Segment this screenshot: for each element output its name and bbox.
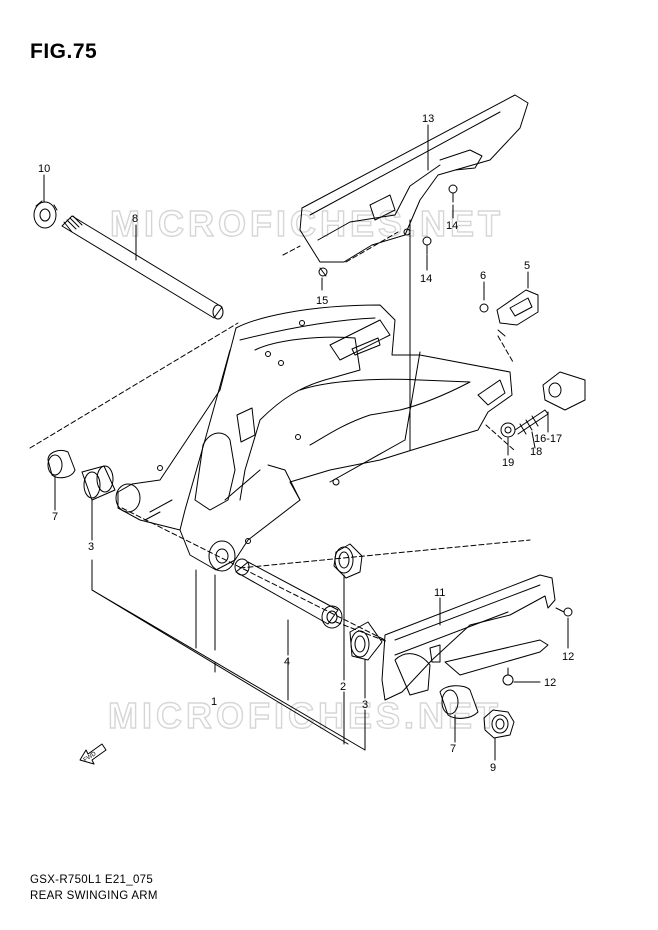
needle-bearing-part <box>333 543 363 579</box>
chain-guard-part <box>381 574 556 701</box>
callout-5: 5 <box>524 260 530 272</box>
callout-6: 6 <box>480 270 486 282</box>
callout-11: 11 <box>434 587 445 599</box>
callout-4: 4 <box>284 656 290 668</box>
diagram-name: REAR SWINGING ARM <box>30 890 158 902</box>
callout-14-a: 14 <box>446 220 458 232</box>
callout-15: 15 <box>316 295 328 307</box>
callout-1: 1 <box>211 696 217 708</box>
callout-2: 2 <box>340 681 346 693</box>
swingarm-part <box>115 304 513 572</box>
callout-13: 13 <box>422 113 434 125</box>
figure-title: FIG.75 <box>30 40 98 63</box>
callout-12-b: 12 <box>544 677 556 689</box>
watermark-bottom: MICROFICHES.NET <box>108 695 502 736</box>
callout-7-left: 7 <box>52 511 58 523</box>
callout-19: 19 <box>502 457 514 469</box>
screw-part <box>502 607 573 686</box>
watermark-top: MICROFICHES.NET <box>110 203 504 244</box>
callout-14-b: 14 <box>420 273 432 285</box>
spacer-part <box>234 558 343 629</box>
bracket-part <box>479 289 539 337</box>
pivot-shaft-part <box>61 215 224 320</box>
callout-18: 18 <box>530 446 542 458</box>
forward-arrow-icon <box>79 743 107 765</box>
pivot-nut-part <box>33 200 58 229</box>
callout-9: 9 <box>490 762 496 774</box>
bearing-part <box>81 465 116 501</box>
bolt-part <box>318 184 458 277</box>
bracket-line-3 <box>91 559 366 751</box>
collar-part <box>47 449 76 479</box>
collar-part-right <box>439 685 479 719</box>
callout-7-right: 7 <box>450 743 456 755</box>
bearing-part-right <box>349 621 383 661</box>
chain-adjuster-part <box>500 371 586 438</box>
diagram-code: GSX-R750L1 E21_075 <box>30 874 154 886</box>
callout-labels: 13 10 8 14 14 15 6 5 16-17 18 19 7 3 11 … <box>38 113 574 774</box>
fwd-label: FWD <box>83 751 98 764</box>
leader-lines <box>43 124 569 761</box>
callout-3-right: 3 <box>362 699 368 711</box>
callout-10: 10 <box>38 163 50 175</box>
callout-3-left: 3 <box>88 541 94 553</box>
callout-16-17: 16-17 <box>534 433 562 445</box>
diagram-footer: GSX-R750L1 E21_075 REAR SWINGING ARM <box>30 872 158 904</box>
callout-8: 8 <box>132 213 138 225</box>
nut-part <box>483 709 515 739</box>
callout-12-a: 12 <box>562 651 574 663</box>
